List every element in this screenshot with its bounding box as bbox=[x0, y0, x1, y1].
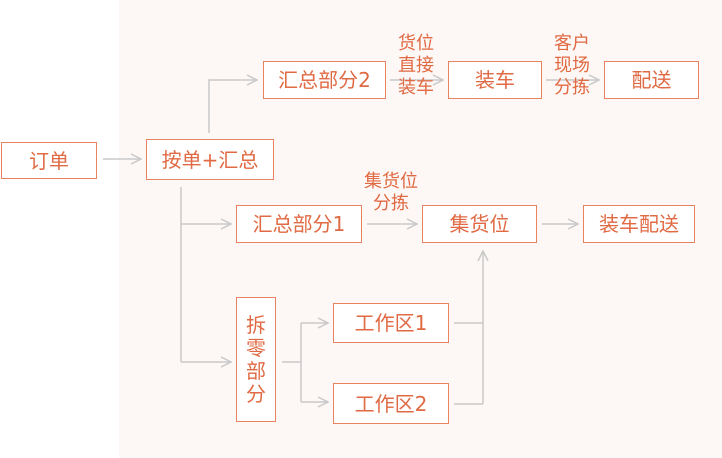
node-hub: 按单+汇总 bbox=[146, 139, 274, 180]
node-split: 拆 零 部 分 bbox=[236, 297, 276, 422]
node-deliver: 配送 bbox=[604, 61, 699, 99]
node-summary1: 汇总部分1 bbox=[236, 205, 362, 243]
node-split-char: 分 bbox=[246, 381, 266, 406]
edge-label-line: 货位 bbox=[398, 33, 434, 54]
edge-label-line: 分拣 bbox=[554, 77, 590, 98]
node-load-truck: 装车 bbox=[448, 61, 542, 99]
node-load-deliver: 装车配送 bbox=[583, 205, 695, 243]
edge-label-line: 现场 bbox=[554, 55, 590, 76]
node-zone1: 工作区1 bbox=[333, 303, 449, 343]
edge-label-customer-sort: 客户 现场 分拣 bbox=[554, 33, 590, 99]
edge-label-line: 集货位 bbox=[364, 171, 418, 192]
node-zone2: 工作区2 bbox=[333, 383, 449, 424]
node-split-char: 零 bbox=[246, 335, 266, 360]
edge-label-line: 直接 bbox=[398, 55, 434, 76]
node-split-char: 部 bbox=[246, 358, 266, 383]
edge-label-direct-load: 货位 直接 装车 bbox=[398, 33, 434, 99]
node-split-char: 拆 bbox=[246, 312, 266, 337]
node-summary2: 汇总部分2 bbox=[263, 61, 386, 99]
edge-label-staging-sort: 集货位 分拣 bbox=[364, 171, 418, 215]
edge-label-line: 装车 bbox=[398, 77, 434, 98]
arrow-hub-to-summary2 bbox=[208, 80, 257, 133]
edge-label-line: 客户 bbox=[554, 33, 590, 54]
node-order: 订单 bbox=[1, 142, 97, 179]
edge-label-line: 分拣 bbox=[373, 193, 409, 214]
node-staging: 集货位 bbox=[422, 205, 537, 243]
